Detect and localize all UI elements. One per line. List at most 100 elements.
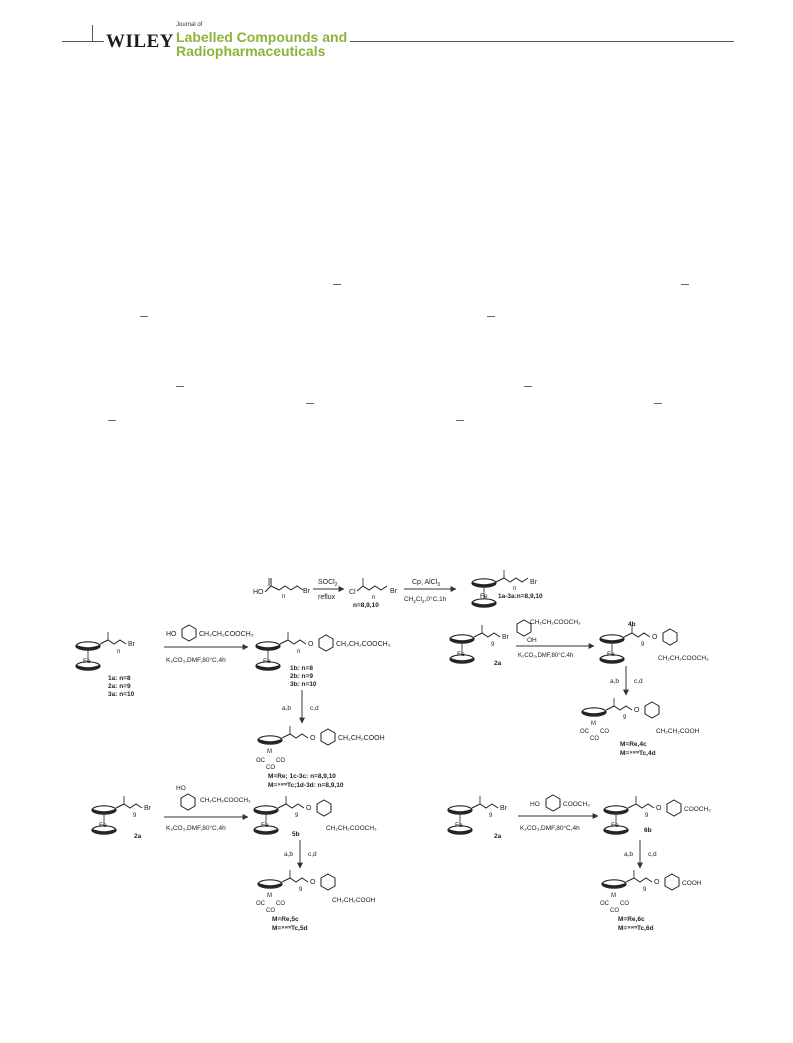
cp-ring-icon bbox=[600, 878, 628, 890]
fe-label: Fe bbox=[457, 651, 465, 658]
citation-mark bbox=[654, 403, 662, 404]
ferrocene-icon bbox=[600, 635, 624, 663]
sm-2a: 2a bbox=[134, 833, 142, 840]
journal-title-line1: Labelled Compounds and bbox=[176, 30, 351, 44]
p-4b: 4b bbox=[628, 621, 636, 628]
metal-label: M bbox=[591, 721, 596, 727]
fe-label: Fe bbox=[611, 822, 619, 829]
acid-chain: CH₂CH₂COOH bbox=[332, 897, 376, 904]
reagent-conditions: K₂CO₃,DMF,80°C,4h bbox=[520, 824, 580, 832]
reagent-chain: CH₂CH₂COOCH₃ bbox=[530, 619, 581, 626]
metal-label: M bbox=[267, 893, 272, 899]
step-cd: c,d bbox=[648, 851, 657, 858]
panel-b-reaction: Fe 9 Br 2a CH₂CH₂COOCH₃ OH K₂CO₃,DMF,80°… bbox=[450, 619, 709, 757]
ferrocene-icon bbox=[92, 806, 116, 834]
aryl-ring-icon bbox=[662, 628, 678, 646]
sm-2a: 2a bbox=[494, 660, 502, 667]
final-tc: M=⁹⁹ᵐTc;1d-3d: n=8,9,10 bbox=[268, 782, 344, 789]
citation-mark bbox=[524, 386, 532, 387]
aryl-ring-icon bbox=[316, 799, 332, 817]
oc-label: OC bbox=[580, 729, 590, 735]
product-chain: CH₂CH₂COOCH₃ bbox=[658, 655, 709, 662]
step-ab: a,b bbox=[610, 678, 619, 685]
reagent-ho: HO bbox=[530, 801, 540, 808]
ferrocene-icon bbox=[76, 642, 100, 670]
acid-chain bbox=[264, 578, 292, 593]
cp-ring-icon bbox=[256, 734, 284, 746]
fe-label: Fe bbox=[263, 658, 271, 665]
co-label: CO bbox=[600, 729, 609, 735]
n-label: n bbox=[282, 594, 285, 600]
phenol-ring-icon bbox=[181, 624, 197, 642]
reagent-oh: OH bbox=[527, 637, 537, 644]
co-label: CO bbox=[266, 765, 275, 771]
ferrocene-icon bbox=[604, 806, 628, 834]
n9-label: 9 bbox=[623, 715, 627, 721]
journal-title-line2: Radiopharmaceuticals bbox=[176, 43, 326, 59]
o-label: O bbox=[656, 805, 662, 812]
product-chain: CH₂CH₂COOCH₃ bbox=[326, 825, 377, 832]
phenol-ring-icon bbox=[516, 619, 532, 637]
reagent-chain: COOCH₃ bbox=[563, 801, 590, 808]
reagent-chain: CH₂CH₂COOCH₃ bbox=[200, 797, 251, 804]
panel-c-reaction: Fe 9 Br 2a HO CH₂CH₂COOCH₃ K₂CO₃,DMF,80°… bbox=[92, 785, 377, 932]
co-label: CO bbox=[590, 736, 599, 742]
acid-chain: COOH bbox=[682, 880, 702, 887]
n-label: n bbox=[513, 586, 516, 592]
reagent-ho: HO bbox=[176, 785, 186, 792]
oc-label: OC bbox=[256, 758, 266, 764]
socl2-reagent: SOCl2 bbox=[318, 579, 338, 588]
br-label: Br bbox=[530, 579, 538, 586]
reagent-chain: CH₂CH₂COOCH₃ bbox=[199, 631, 254, 638]
br-label: Br bbox=[500, 805, 508, 812]
fe-label: Fe bbox=[99, 822, 107, 829]
step-ab: a,b bbox=[282, 705, 291, 712]
metal-label: M bbox=[611, 893, 616, 899]
n-label: n bbox=[117, 649, 120, 655]
co-label: CO bbox=[620, 901, 629, 907]
final-tc: M=⁹⁹ᵐTc,6d bbox=[618, 925, 654, 932]
citation-mark bbox=[456, 420, 464, 421]
p-1b: 1b: n=8 bbox=[290, 665, 313, 672]
br-label: Br bbox=[390, 588, 398, 595]
product-chain: COOCH₃ bbox=[684, 806, 711, 813]
o-label: O bbox=[652, 634, 658, 641]
header-rule bbox=[62, 41, 734, 42]
aryl-ring-icon bbox=[664, 873, 680, 891]
sm-2a: 2a: n=9 bbox=[108, 683, 131, 690]
p-6b: 6b bbox=[644, 827, 652, 834]
co-label: CO bbox=[276, 901, 285, 907]
citation-mark bbox=[176, 386, 184, 387]
panel-d-reaction: Fe 9 Br 2a HO COOCH₃ K₂CO₃,DMF,80°C,4h F… bbox=[448, 794, 711, 932]
ferrocene-icon bbox=[450, 635, 474, 663]
o-label: O bbox=[310, 879, 316, 886]
citation-mark bbox=[333, 284, 341, 285]
final-re: M=Re,6c bbox=[618, 916, 645, 923]
reagent-conditions: K₂CO₃,DMF,80°C,4h bbox=[166, 824, 226, 832]
n9-label: 9 bbox=[643, 887, 647, 893]
o-label: O bbox=[310, 735, 316, 742]
reagent-conditions: K₂CO₃,DMF,80°C,4h bbox=[518, 653, 573, 659]
n9-label: 9 bbox=[645, 813, 649, 819]
cp-ring-icon bbox=[580, 706, 608, 718]
product-1a-3a: 1a-3a:n=8,9,10 bbox=[498, 593, 543, 600]
reagent-conditions: K₂CO₃,DMF,80°C,4h bbox=[166, 656, 226, 664]
phenol-ring-icon bbox=[180, 793, 196, 811]
cp-alcl3-reagent: Cp, AlCl3 bbox=[412, 579, 440, 588]
aryl-ring-icon bbox=[666, 799, 682, 817]
n9-label: 9 bbox=[295, 813, 299, 819]
step-cd: c,d bbox=[310, 705, 319, 712]
sm-3a: 3a: n=10 bbox=[108, 691, 135, 698]
p-2b: 2b: n=9 bbox=[290, 673, 313, 680]
aryl-ring-icon bbox=[318, 634, 334, 652]
panel-a-reaction: Fe n Br 1a: n=8 2a: n=9 3a: n=10 HO CH₂C… bbox=[76, 624, 391, 789]
final-re: M=Re,4c bbox=[620, 741, 647, 748]
reagent-ho: HO bbox=[166, 631, 177, 638]
ferrocene-icon bbox=[254, 806, 278, 834]
o-label: O bbox=[654, 879, 660, 886]
n9-label: 9 bbox=[641, 642, 645, 648]
citation-mark bbox=[306, 403, 314, 404]
journal-prefix: Journal of bbox=[176, 22, 203, 28]
br-label: Br bbox=[303, 588, 311, 595]
aryl-ring-icon bbox=[320, 728, 336, 746]
